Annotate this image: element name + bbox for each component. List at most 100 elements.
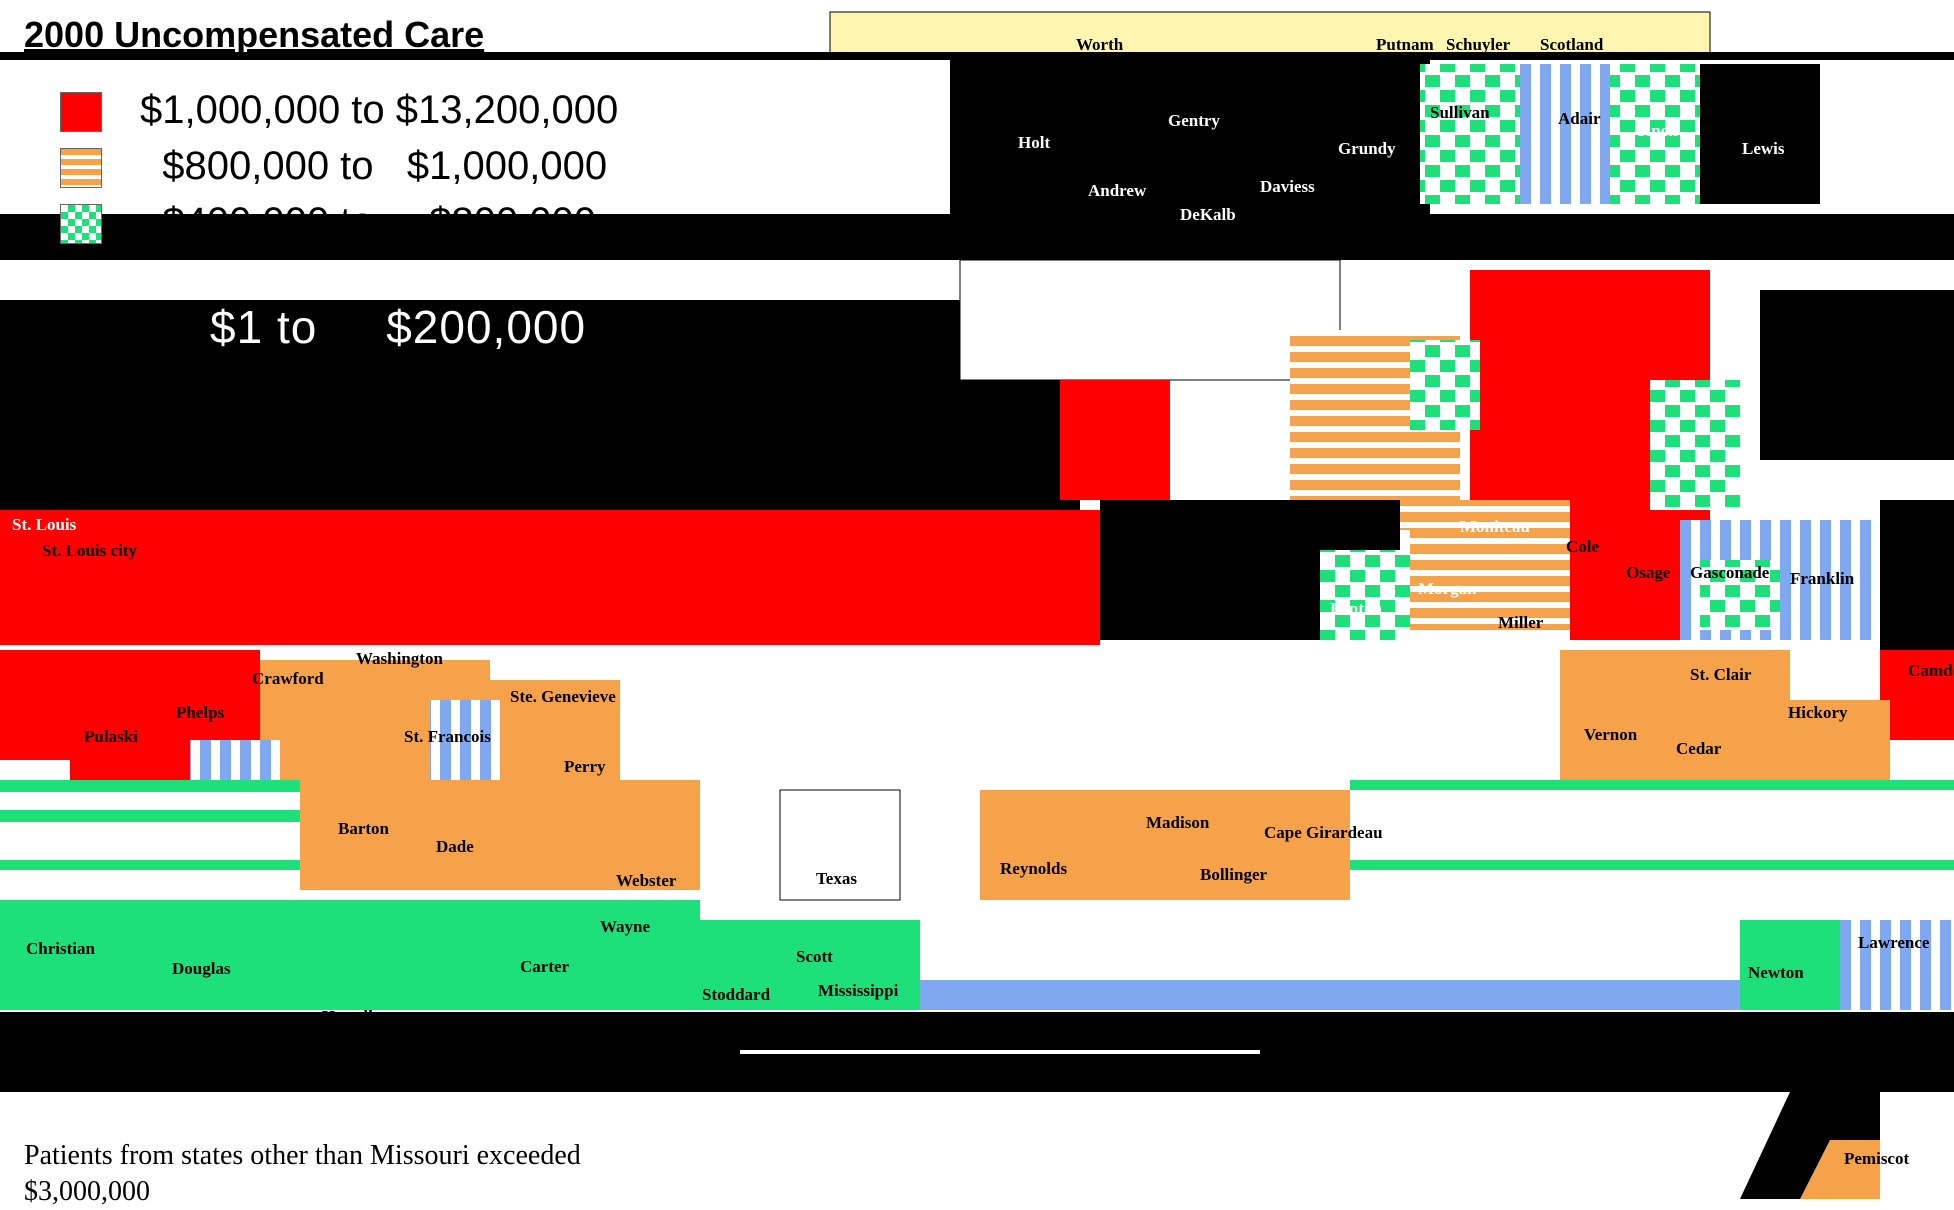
legend-swatch-red [60, 92, 102, 132]
county-label-osage: Osage [1626, 563, 1671, 582]
county-label-andrew: Andrew [1088, 181, 1147, 200]
legend-black-block [0, 300, 1080, 510]
county-label-camden: Camden [1908, 661, 1954, 680]
county-label-howell: Howell [322, 1007, 373, 1026]
orange-county-block-6 [1780, 700, 1890, 780]
county-label-hickory: Hickory [1788, 703, 1848, 722]
county-label-carter: Carter [520, 957, 570, 976]
red-county-block-2 [1060, 380, 1170, 500]
black-east-block [1760, 290, 1954, 460]
county-label-cedar: Cedar [1676, 739, 1722, 758]
green-south-block-2 [700, 920, 920, 1010]
red-county-block-6 [1880, 650, 1954, 740]
green-stripe-band-2 [0, 810, 300, 822]
county-label-dunklin: Dunklin [1790, 1117, 1850, 1136]
black-band-2 [0, 214, 1954, 260]
green-stripe-band-3 [0, 860, 300, 870]
black-county-jefferson [1880, 500, 1954, 650]
blue-county-block-3 [430, 700, 500, 780]
county-label-dekalb: DeKalb [1180, 205, 1236, 224]
county-label-gasconade: Gasconade [1690, 563, 1770, 582]
green-county-block-3 [1320, 550, 1410, 640]
county-label-reynolds: Reynolds [1000, 859, 1067, 878]
pemiscot-county [1800, 1140, 1880, 1199]
county-label-vernon: Vernon [1584, 725, 1638, 744]
county-label-lewis: Lewis [1742, 139, 1785, 158]
legend-label-2: $800,000 to $1,000,000 [140, 144, 608, 188]
legend-item-2: $800,000 to $1,000,000 [60, 144, 760, 200]
county-label-ste-genevieve: Ste. Genevieve [510, 687, 616, 706]
legend-label-1: $1,000,000 to $13,200,000 [140, 88, 619, 132]
county-label-scott: Scott [796, 947, 833, 966]
blue-county-block-2 [190, 740, 280, 780]
green-south-block-1 [0, 900, 700, 1010]
county-label-daviess: Daviess [1260, 177, 1315, 196]
orange-county-block-5 [1560, 650, 1790, 780]
county-label-grundy: Grundy [1338, 139, 1396, 158]
county-label-texas: Texas [816, 869, 857, 888]
lewis-county [1700, 64, 1820, 204]
county-label-sullivan: Sullivan [1430, 103, 1490, 122]
legend-swatch-orange [60, 148, 102, 188]
county-label-schuyler: Schuyler [1446, 35, 1511, 54]
county-label-cole: Cole [1566, 537, 1600, 556]
adair-county [1520, 64, 1610, 204]
county-label-jefferson: Jefferson [1896, 593, 1954, 612]
county-label-lawrence: Lawrence [1858, 933, 1930, 952]
white-line-bottom [740, 1050, 1260, 1054]
county-label-perry: Perry [564, 757, 606, 776]
county-label-st-louis-city: St. Louis city [42, 541, 137, 560]
texas-county [779, 789, 901, 901]
green-stripe-band-5 [1350, 860, 1954, 870]
north-border-strip [829, 11, 1711, 57]
county-label-crawford: Crawford [252, 669, 324, 688]
north-county-block [950, 58, 1430, 223]
county-label-stoddard: Stoddard [702, 985, 771, 1004]
county-label-christian: Christian [26, 939, 96, 958]
county-label-knox: Knox [1638, 121, 1678, 140]
county-label-newton: Newton [1748, 963, 1804, 982]
map-title: 2000 Uncompensated Care [24, 14, 485, 55]
county-label-benton: Benton [1330, 599, 1383, 618]
blue-south-band [920, 980, 1740, 1010]
county-label-cape-girardeau: Cape Girardeau [1264, 823, 1383, 842]
county-label-st-francois: St. Francois [404, 727, 491, 746]
county-label-franklin: Franklin [1790, 569, 1855, 588]
black-band-top [0, 52, 1954, 60]
orange-county-block-2 [1410, 500, 1570, 630]
newton-county [1740, 920, 1840, 1010]
orange-county-block-8 [980, 790, 1350, 900]
red-band-st-louis [0, 510, 1100, 645]
county-label-henry: Henry [1246, 579, 1293, 598]
county-label-wayne: Wayne [600, 917, 651, 936]
county-label-madison: Madison [1146, 813, 1210, 832]
county-label-mississippi: Mississippi [818, 981, 899, 1000]
county-label-dade: Dade [436, 837, 474, 856]
county-label-webster: Webster [616, 871, 677, 890]
legend-item-1: $1,000,000 to $13,200,000 [60, 88, 760, 144]
county-label-moniteau: Moniteau [1460, 517, 1530, 536]
green-stripe-band-1 [0, 780, 300, 792]
legend-swatch-green [60, 204, 102, 244]
county-label-phelps: Phelps [176, 703, 225, 722]
county-label-pemiscot: Pemiscot [1844, 1149, 1909, 1168]
county-label-st-clair: St. Clair [1690, 665, 1752, 684]
county-label-worth: Worth [1076, 35, 1124, 54]
county-label-barton: Barton [338, 819, 390, 838]
county-label-st-louis: St. Louis [12, 515, 77, 534]
county-label-miller: Miller [1498, 613, 1544, 632]
county-label-holt: Holt [1018, 133, 1050, 152]
county-label-bollinger: Bollinger [1200, 865, 1268, 884]
county-label-putnam: Putnam [1376, 35, 1434, 54]
green-county-block-1 [1410, 340, 1480, 430]
county-label-adair: Adair [1558, 109, 1601, 128]
sullivan-county [1420, 64, 1520, 204]
county-label-douglas: Douglas [172, 959, 231, 978]
county-label-morgan: Morgan [1418, 579, 1477, 598]
out-of-state-note: Patients from states other than Missouri… [24, 1140, 581, 1207]
county-label-washington: Washington [356, 649, 443, 668]
legend-item-3: $400,000 to $800,000 [60, 200, 760, 256]
orange-county-block-7 [300, 780, 700, 890]
